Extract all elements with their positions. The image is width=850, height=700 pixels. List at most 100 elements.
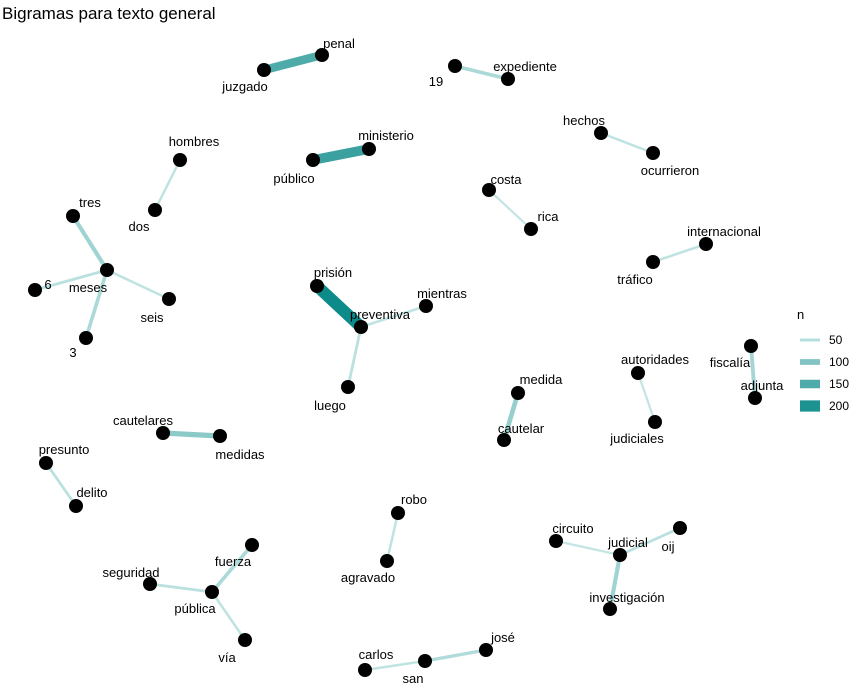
node-circuito <box>549 534 563 548</box>
edge-san-jose <box>424 648 487 663</box>
node-label-trafico: tráfico <box>617 272 652 287</box>
node-judiciales <box>648 415 662 429</box>
edge-autoridades-judiciales <box>636 372 657 423</box>
node-label-tres: tres <box>79 195 101 210</box>
edge-oij-judicial <box>619 526 681 557</box>
node-publica <box>205 585 219 599</box>
node-publico <box>306 153 320 167</box>
node-agravado <box>380 554 394 568</box>
node-cautelar <box>497 433 511 447</box>
edge-ministerio-publico <box>312 144 370 165</box>
node-ministerio <box>362 142 376 156</box>
node-label-publico: público <box>273 171 314 186</box>
node-label-rica: rica <box>538 209 560 224</box>
node-label-6: 6 <box>44 277 51 292</box>
node-label-san: san <box>403 671 424 686</box>
node-cautelares <box>156 426 170 440</box>
node-seguridad <box>143 577 157 591</box>
node-preventiva <box>354 320 368 334</box>
node-label-ocurrieron: ocurrieron <box>641 163 700 178</box>
legend-title: n <box>797 307 804 322</box>
node-3 <box>79 331 93 345</box>
node-label-penal: penal <box>323 36 355 51</box>
node-label-costa: costa <box>490 172 522 187</box>
node-expediente <box>501 72 515 86</box>
node-autoridades <box>631 366 645 380</box>
edge-seguridad-publica <box>149 582 213 594</box>
node-medida <box>511 386 525 400</box>
node-luego <box>341 380 355 394</box>
node-label-fiscalia: fiscalía <box>710 355 751 370</box>
node-costa <box>482 183 496 197</box>
node-ocurrieron <box>646 146 660 160</box>
node-label-mientras: mientras <box>417 286 467 301</box>
node-tres <box>66 209 80 223</box>
node-dos <box>148 203 162 217</box>
node-label-via: vía <box>218 650 236 665</box>
edge-costa-rica <box>488 189 532 230</box>
edge-fiscalia-adjunta <box>749 345 757 399</box>
edge-robo-agravado <box>385 512 400 562</box>
node-internacional <box>699 237 713 251</box>
node-label-jose: josé <box>490 630 515 645</box>
node-label-hombres: hombres <box>169 134 220 149</box>
node-medidas <box>213 429 227 443</box>
node-label-meses: meses <box>69 280 108 295</box>
node-adjunta <box>748 391 762 405</box>
node-robo <box>391 506 405 520</box>
node-label-judiciales: judiciales <box>609 431 664 446</box>
node-label-prision: prisión <box>314 265 352 280</box>
node-mientras <box>419 299 433 313</box>
node-jose <box>479 643 493 657</box>
node-investigacion <box>603 602 617 616</box>
legend-label-200: 200 <box>829 399 849 413</box>
edge-prision-preventiva <box>312 281 366 332</box>
node-label-19: 19 <box>429 74 443 89</box>
legend-label-150: 150 <box>829 377 849 391</box>
node-label-autoridades: autoridades <box>621 352 689 367</box>
node-label-fuerza: fuerza <box>215 554 252 569</box>
edge-19-expediente <box>454 64 509 81</box>
node-label-medidas: medidas <box>215 447 265 462</box>
node-oij <box>673 521 687 535</box>
node-san <box>418 654 432 668</box>
node-label-hechos: hechos <box>563 113 605 128</box>
edge-hechos-ocurrieron <box>600 131 654 155</box>
edge-tres-meses <box>71 214 109 272</box>
node-6 <box>28 283 42 297</box>
edge-judicial-investigacion <box>607 554 623 610</box>
node-prision <box>310 279 324 293</box>
node-fiscalia <box>744 339 758 353</box>
node-trafico <box>646 255 660 269</box>
node-label-delito: delito <box>76 485 107 500</box>
node-via <box>238 633 252 647</box>
edge-circuito-judicial <box>555 539 621 557</box>
node-penal <box>315 48 329 62</box>
edge-medida-cautelar <box>501 392 521 441</box>
node-label-seguridad: seguridad <box>102 565 159 580</box>
node-label-circuito: circuito <box>552 521 593 536</box>
legend-label-100: 100 <box>829 355 849 369</box>
node-label-dos: dos <box>129 219 150 234</box>
node-19 <box>448 59 462 73</box>
node-label-seis: seis <box>140 310 164 325</box>
edge-presunto-delito <box>44 462 78 507</box>
node-label-ministerio: ministerio <box>358 128 414 143</box>
node-label-juzgado: juzgado <box>221 79 268 94</box>
edge-cautelares-medidas <box>162 430 221 439</box>
node-label-luego: luego <box>314 398 346 413</box>
node-meses <box>100 263 114 277</box>
node-seis <box>162 292 176 306</box>
node-label-agravado: agravado <box>341 570 395 585</box>
edge-internacional-trafico <box>652 242 707 264</box>
edge-mientras-preventiva <box>360 304 427 329</box>
node-label-cautelares: cautelares <box>113 413 173 428</box>
node-hechos <box>594 126 608 140</box>
node-label-preventiva: preventiva <box>350 307 411 322</box>
node-delito <box>69 499 83 513</box>
node-label-3: 3 <box>69 345 76 360</box>
node-label-publica: pública <box>174 601 216 616</box>
